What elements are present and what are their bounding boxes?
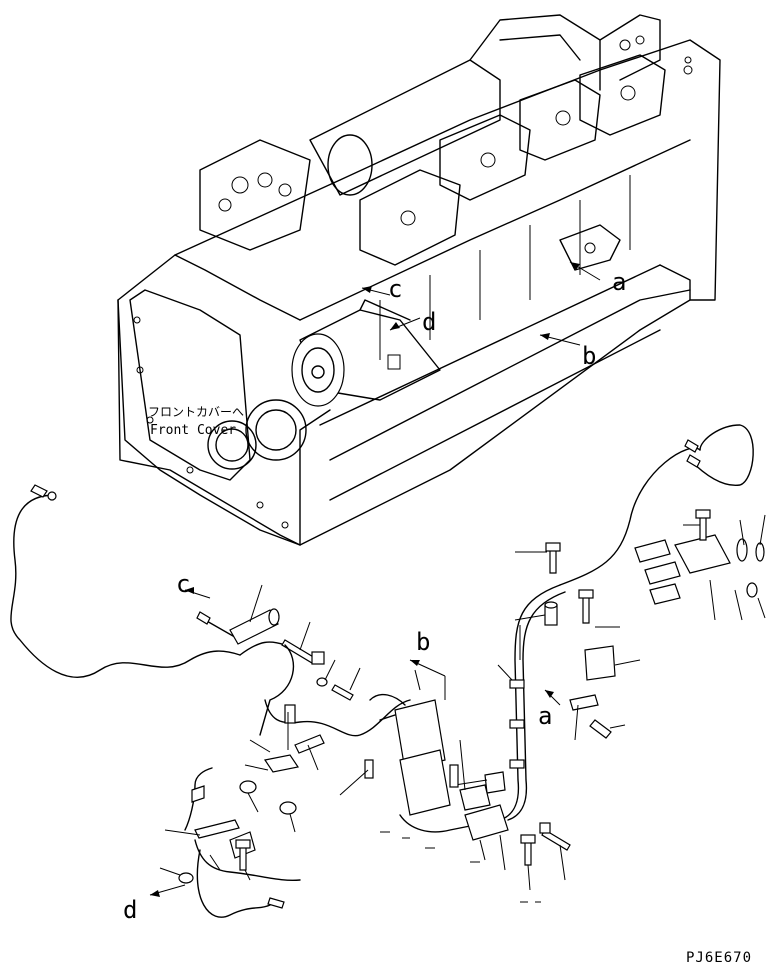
note-jp: フロントカバーへ [148, 405, 244, 419]
wiring-harness: c [10, 424, 766, 924]
note-en: Front Cover [150, 423, 236, 438]
callout-b-engine: b [582, 342, 596, 370]
callout-d-engine: d [422, 308, 436, 336]
callout-a-harness: a [538, 702, 552, 730]
starter-motor [291, 299, 441, 407]
callout-d-harness: d [123, 896, 137, 924]
callout-c-engine: c [388, 275, 402, 303]
callout-a-engine: a [612, 268, 626, 296]
drawing-reference: PJ6E670 [686, 950, 752, 965]
callout-b-harness: b [416, 628, 430, 656]
engine-callouts: a b c d [361, 261, 626, 370]
front-cover-note: フロントカバーへ Front Cover [148, 405, 244, 438]
callout-c-harness: c [176, 570, 190, 598]
engine-block [117, 14, 721, 546]
